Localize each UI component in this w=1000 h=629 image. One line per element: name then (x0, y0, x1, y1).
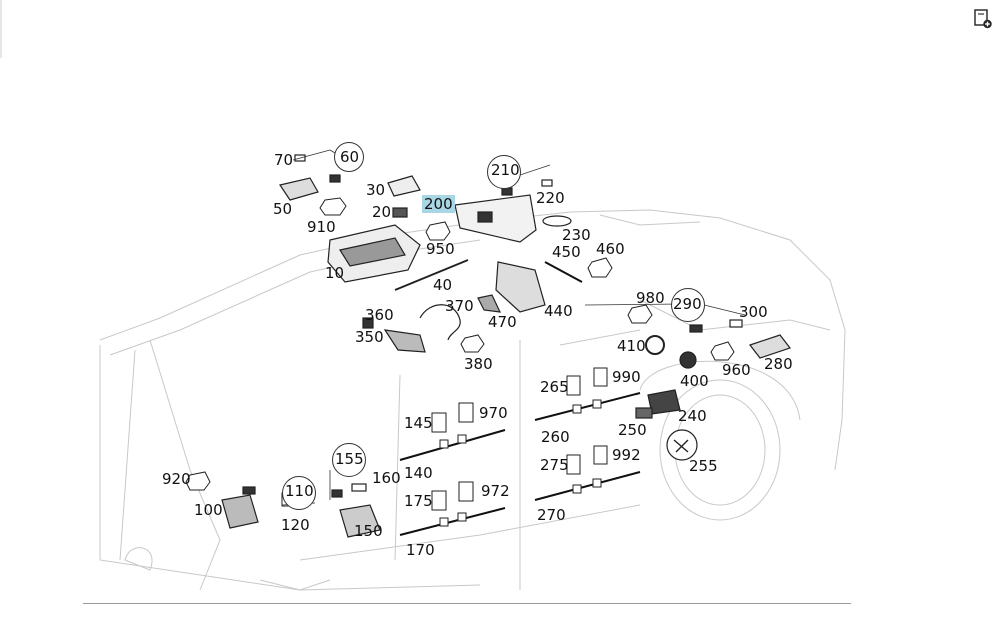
part-label-410[interactable]: 410 (617, 337, 646, 355)
part-label-950[interactable]: 950 (426, 240, 455, 258)
part-label-990[interactable]: 990 (612, 368, 641, 386)
callout-ring-290 (671, 288, 705, 322)
part-label-155[interactable]: 155 (335, 450, 364, 468)
part-label-50[interactable]: 50 (273, 200, 293, 218)
part-label-920[interactable]: 920 (162, 470, 191, 488)
part-label-370[interactable]: 370 (445, 297, 474, 315)
part-label-220[interactable]: 220 (536, 189, 565, 207)
callout-ring-60 (334, 142, 364, 172)
part-label-400[interactable]: 400 (680, 372, 709, 390)
part-label-460[interactable]: 460 (596, 240, 625, 258)
bottom-divider (83, 603, 851, 604)
part-label-150[interactable]: 150 (354, 522, 383, 540)
part-label-270[interactable]: 270 (537, 506, 566, 524)
part-label-160[interactable]: 160 (372, 469, 401, 487)
part-label-120[interactable]: 120 (281, 516, 310, 534)
part-label-40[interactable]: 40 (433, 276, 453, 294)
callout-ring-110 (282, 476, 316, 510)
part-label-275[interactable]: 275 (540, 456, 569, 474)
part-label-360[interactable]: 360 (365, 306, 394, 324)
part-label-100[interactable]: 100 (194, 501, 223, 519)
part-label-250[interactable]: 250 (618, 421, 647, 439)
part-label-60[interactable]: 60 (340, 148, 360, 166)
part-label-170[interactable]: 170 (406, 541, 435, 559)
part-label-970[interactable]: 970 (479, 404, 508, 422)
part-label-300[interactable]: 300 (739, 303, 768, 321)
part-label-30[interactable]: 30 (366, 181, 386, 199)
wire-lines (399, 261, 641, 536)
part-label-145[interactable]: 145 (404, 414, 433, 432)
part-label-175[interactable]: 175 (404, 492, 433, 510)
part-label-255[interactable]: 255 (689, 457, 718, 475)
part-label-70[interactable]: 70 (274, 151, 294, 169)
part-label-910[interactable]: 910 (307, 218, 336, 236)
part-label-450[interactable]: 450 (552, 243, 581, 261)
part-label-972[interactable]: 972 (481, 482, 510, 500)
part-label-470[interactable]: 470 (488, 313, 517, 331)
add-note-button[interactable] (972, 8, 994, 30)
part-sketches (221, 154, 791, 538)
car-outline (99, 209, 846, 591)
part-label-260[interactable]: 260 (541, 428, 570, 446)
callout-ring-210 (487, 155, 521, 189)
part-label-960[interactable]: 960 (722, 361, 751, 379)
part-label-10[interactable]: 10 (325, 264, 345, 282)
part-label-230[interactable]: 230 (562, 226, 591, 244)
callout-ring-155 (332, 443, 366, 477)
wrench-icon (666, 429, 698, 461)
part-label-210[interactable]: 210 (491, 161, 520, 179)
part-label-440[interactable]: 440 (544, 302, 573, 320)
part-label-265[interactable]: 265 (540, 378, 569, 396)
add-note-icon (974, 9, 992, 29)
wire-clips (439, 399, 602, 527)
left-panel-edge (0, 0, 2, 58)
part-label-240[interactable]: 240 (678, 407, 707, 425)
part-label-110[interactable]: 110 (285, 482, 314, 500)
part-label-992[interactable]: 992 (612, 446, 641, 464)
part-label-140[interactable]: 140 (404, 464, 433, 482)
part-label-350[interactable]: 350 (355, 328, 384, 346)
connector-icons (185, 197, 735, 507)
part-label-20[interactable]: 20 (372, 203, 392, 221)
socket-icons (431, 367, 608, 511)
part-label-280[interactable]: 280 (764, 355, 793, 373)
part-label-380[interactable]: 380 (464, 355, 493, 373)
part-label-200-selected[interactable]: 200 (422, 195, 455, 213)
part-label-980[interactable]: 980 (636, 289, 665, 307)
part-label-290[interactable]: 290 (673, 295, 702, 313)
